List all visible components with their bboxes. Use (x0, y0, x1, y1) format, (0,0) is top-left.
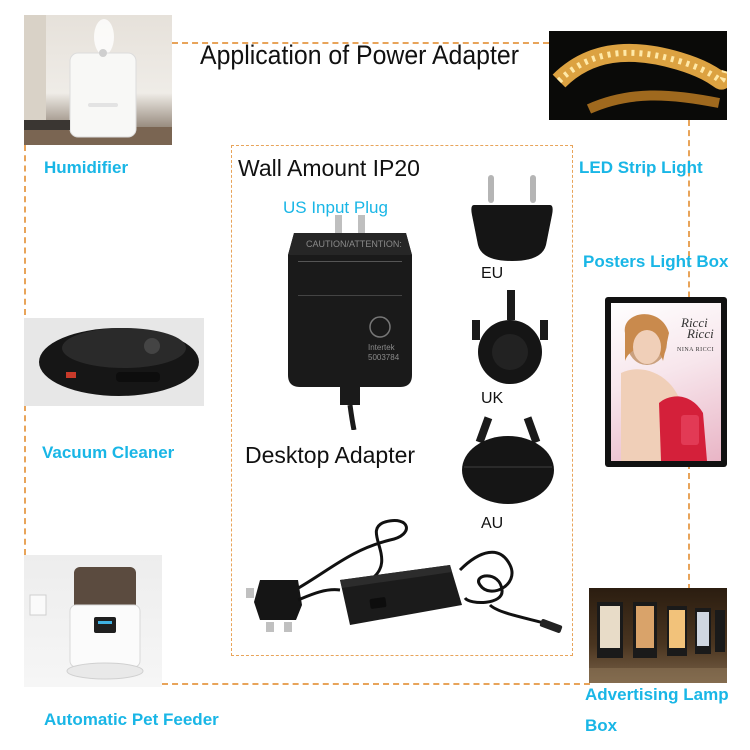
label-advertising-line-1: Advertising Lamp (585, 685, 729, 704)
label-vacuum-cleaner: Vacuum Cleaner (42, 443, 175, 462)
adapter-caution-text: CAUTION/ATTENTION: (306, 239, 402, 249)
desktop-adapter (240, 510, 565, 650)
frame-left-mid (24, 405, 26, 555)
desktop-adapter-illustration (246, 519, 563, 633)
au-label: AU (481, 515, 504, 532)
advertising-lamp-box-photo (589, 588, 727, 683)
uk-label: UK (481, 390, 504, 407)
adapter-brand-text: Intertek (368, 343, 395, 352)
eu-label: EU (481, 265, 504, 282)
poster-brand-line-2: Ricci (687, 326, 714, 341)
poster-panel: Ricci Ricci NINA RICCI (611, 303, 721, 461)
frame-left-top (24, 145, 26, 315)
poster-light-box-photo: Ricci Ricci NINA RICCI (605, 297, 727, 467)
led-strip-photo (549, 31, 727, 120)
poster-brand: Ricci Ricci (681, 315, 714, 341)
au-plug (458, 415, 558, 510)
page-title: Application of Power Adapter (200, 40, 519, 70)
wall-adapter-illustration (288, 215, 412, 431)
center-dashed-box (231, 145, 573, 656)
frame-top (172, 42, 549, 44)
led-strip-illustration (552, 43, 727, 114)
label-pet-feeder: Automatic Pet Feeder (44, 710, 219, 729)
au-plug-illustration (462, 416, 554, 504)
label-led-strip: LED Strip Light (579, 158, 703, 177)
eu-plug (466, 175, 556, 265)
pet-feeder-illustration (29, 567, 144, 680)
poster-brand-line-1: Ricci (681, 315, 708, 330)
vacuum-photo (24, 318, 204, 406)
label-advertising-line-2: Box (585, 716, 618, 735)
eu-plug-illustration (471, 175, 553, 261)
desktop-adapter-heading: Desktop Adapter (245, 442, 416, 468)
wall-amount-heading: Wall Amount IP20 (238, 155, 420, 181)
pet-feeder-photo (24, 555, 162, 687)
vacuum-illustration (39, 328, 199, 396)
label-humidifier: Humidifier (44, 158, 129, 177)
humidifier-photo (24, 15, 172, 145)
label-posters-light-box: Posters Light Box (583, 252, 729, 271)
advertising-illustration (589, 602, 727, 683)
uk-plug (464, 290, 556, 385)
poster-brand-sub: NINA RICCI (677, 347, 715, 353)
frame-bottom (162, 683, 590, 685)
poster-illustration (621, 314, 707, 461)
humidifier-illustration (24, 15, 172, 145)
us-input-plug-label: US Input Plug (283, 198, 388, 217)
uk-plug-illustration (472, 290, 548, 384)
wall-adapter: CAUTION/ATTENTION: Intertek 5003784 (280, 215, 420, 431)
adapter-code-text: 5003784 (368, 353, 400, 362)
